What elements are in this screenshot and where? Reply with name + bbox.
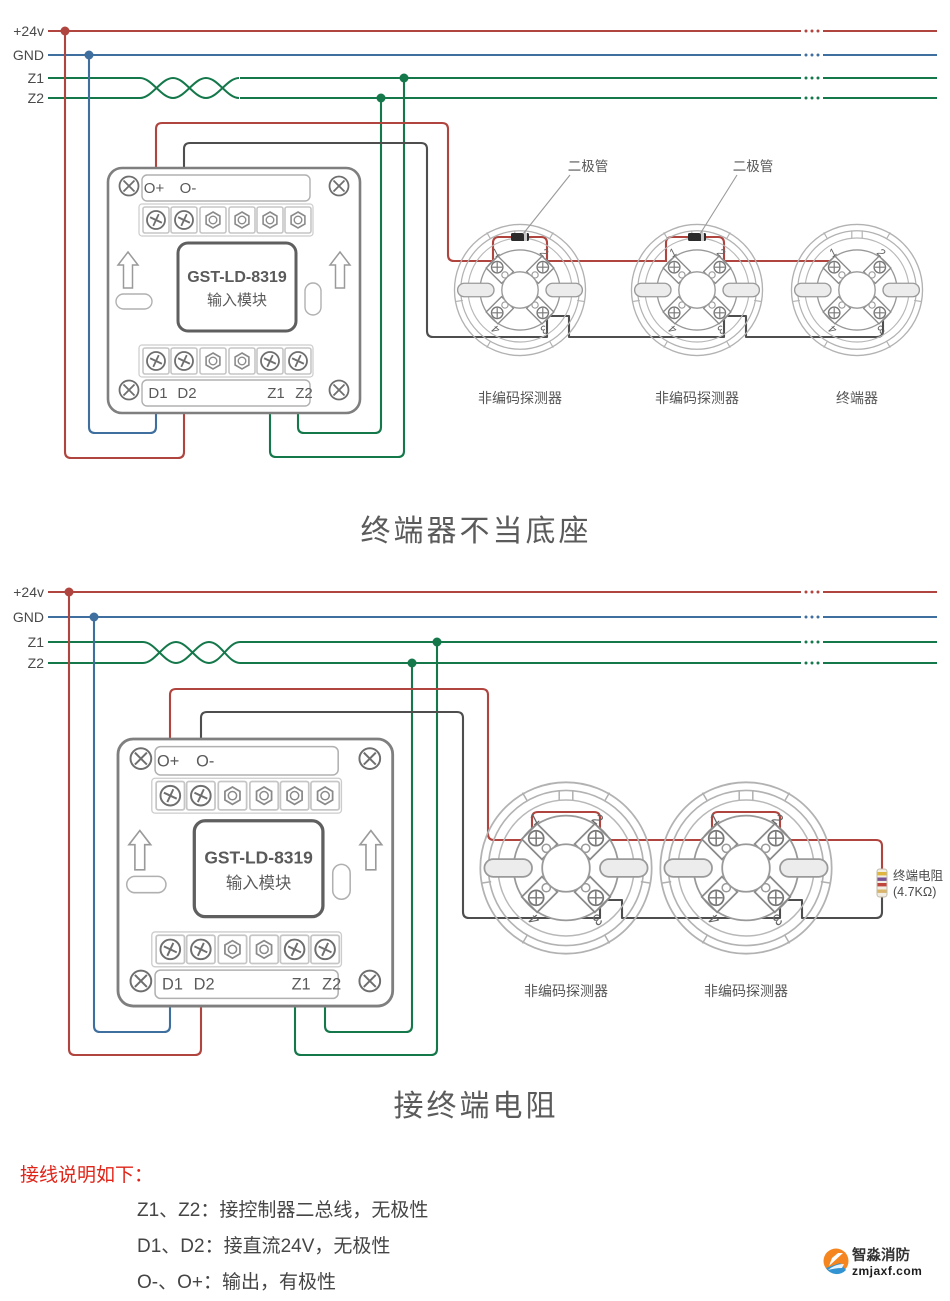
device-label: 终端器	[836, 390, 878, 406]
detector-base-1	[479, 781, 653, 955]
twisted-pair-wire	[142, 640, 241, 665]
bus-label-24v: +24v	[13, 23, 44, 39]
bus-label-gnd: GND	[13, 609, 44, 625]
bus-label-24v: +24v	[13, 584, 44, 600]
bus-continuation-dots	[804, 590, 820, 665]
junction-dot	[376, 93, 386, 103]
resistor-label: 终端电阻	[893, 868, 944, 883]
junction-dot	[399, 73, 409, 83]
notes-line-3: O-、O+：输出，有极性	[137, 1271, 336, 1293]
bus-label-z1: Z1	[28, 70, 45, 86]
bus-label-gnd: GND	[13, 47, 44, 63]
junction-dot	[89, 612, 99, 622]
notes-heading: 接线说明如下：	[20, 1164, 153, 1186]
detector-base-2	[659, 781, 833, 955]
detector-base-1	[453, 223, 587, 357]
junction-dot	[60, 26, 70, 36]
leader-line	[522, 174, 571, 235]
wiring-notes: 接线说明如下： Z1、Z2：接控制器二总线，无极性 D1、D2：接直流24V，无…	[20, 1164, 428, 1293]
device-label: 非编码探测器	[704, 983, 788, 999]
leader-line	[699, 174, 738, 235]
wire-z1-to-module	[293, 642, 439, 1057]
brand-domain: zmjaxf.com	[852, 1264, 922, 1278]
notes-line-1: Z1、Z2：接控制器二总线，无极性	[137, 1199, 428, 1221]
twisted-pair-wire	[139, 76, 240, 100]
resistor-value: (4.7KΩ)	[893, 885, 936, 899]
bus-label-z2: Z2	[28, 90, 45, 106]
diagram1-title: 终端器不当底座	[361, 515, 592, 548]
junction-dot	[432, 637, 442, 647]
bus-label-z2: Z2	[28, 655, 45, 671]
junction-dot	[84, 50, 94, 60]
notes-line-2: D1、D2：接直流24V，无极性	[137, 1235, 390, 1257]
brand-logo-icon	[823, 1248, 849, 1275]
bus-label-z1: Z1	[28, 634, 45, 650]
wire-gnd-to-d1	[87, 55, 158, 435]
input-module-2	[118, 739, 393, 1006]
wire-24v-to-d2	[67, 592, 203, 1057]
device-label: 非编码探测器	[524, 983, 608, 999]
wire-o-minus-return	[199, 710, 884, 920]
diagram1: +24v GND Z1 Z2 二极管 二极管	[13, 23, 937, 548]
detector-base-2	[630, 223, 764, 357]
wire-z1-to-module	[268, 78, 406, 459]
device-label: 非编码探测器	[478, 390, 562, 406]
terminator-base	[790, 223, 924, 357]
diagram2-title: 接终端电阻	[394, 1090, 559, 1123]
wire-o-plus-loop	[154, 121, 830, 263]
device-label: 非编码探测器	[655, 390, 739, 406]
diode-label-1: 二极管	[568, 159, 609, 174]
diode-label-2: 二极管	[733, 159, 774, 174]
diagram2: +24v GND Z1 Z2 终端电阻 (4.7KΩ)	[13, 584, 944, 1123]
junction-dot	[407, 658, 417, 668]
wire-z2-to-module	[296, 98, 383, 435]
input-module-1	[108, 168, 360, 413]
brand-name: 智淼消防	[852, 1246, 910, 1264]
wire-z2-to-module	[323, 663, 414, 1034]
brand-logo: 智淼消防 zmjaxf.com	[823, 1246, 922, 1278]
bus-continuation-dots	[804, 29, 820, 100]
junction-dot	[64, 587, 74, 597]
terminal-resistor	[876, 868, 888, 898]
wire-24v-to-d2	[63, 31, 186, 460]
wire-gnd-to-d1	[92, 617, 172, 1034]
